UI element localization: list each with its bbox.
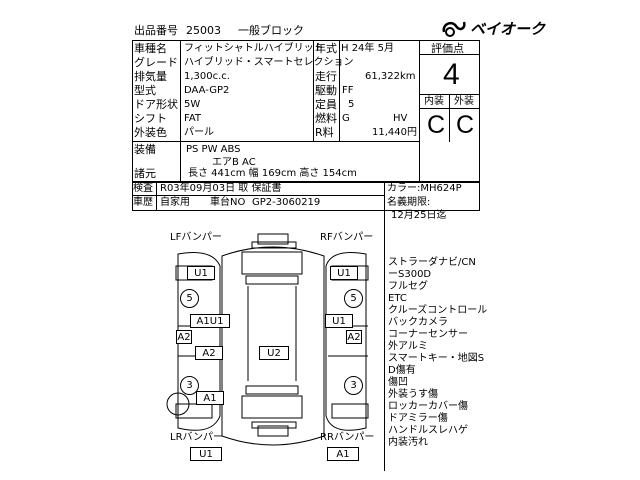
note-item: フルセグ [388,281,428,292]
center-mark: U2 [259,346,289,360]
note-item: ETC [388,293,407,304]
door-label: ドア形状 [134,98,178,111]
exterior-value: C [456,111,475,139]
disp-label: 排気量 [134,70,167,83]
name-value: フィットシャトルハイブリット [184,43,324,54]
model-label: 型式 [134,84,156,97]
interior-label: 内装 [424,96,444,107]
note-item: ストラーダナビ/CN [388,257,476,268]
use-value: 自家用 [160,197,190,208]
rr-bumper-label: RRバンパー [320,432,375,443]
name-label: 車種名 [134,42,167,55]
note-item: 内装汚れ [388,437,428,448]
chassis-label: 車台NO [210,197,246,208]
note-item: バックカメラ [388,317,448,328]
mileage-value: 61,322km [365,71,416,82]
tax-label: R料 [315,126,334,139]
note-item: ハンドルスレハゲ [388,425,468,436]
equipment-label: 装備 [134,143,156,156]
right-mid: A2 [346,330,362,344]
drive-value: FF [342,85,354,96]
shift-label: シフト [134,112,167,125]
new-car-value: 12月25日迄 [391,210,447,221]
note-item: 外装うす傷 [388,389,438,400]
left-rear-mark: A1 [196,391,224,405]
note-item: スマートキー・地図S [388,353,485,364]
inspection-table [132,181,480,211]
inspection-value: R03年09月03日 取 保証書 [160,183,282,194]
lot-label: 出品番号 [134,24,178,37]
door-value: 5W [184,99,201,110]
shift-value: FAT [184,113,202,124]
circle-5b: 5 [344,289,363,308]
brand-name: ベイオーク [470,20,546,38]
lf-mark: U1 [187,266,215,280]
brand-logo-icon [440,18,468,40]
mileage-label: 走行 [315,70,337,83]
capacity-value: 5 [348,99,355,110]
car-diagram [162,226,384,476]
score-label: 評価点 [431,42,464,55]
grade-label: グレード [134,56,178,69]
dimensions-label: 諸元 [134,167,156,180]
left-mid-b: A2 [195,346,223,360]
color-code: カラー:MH624P [387,183,462,194]
rf-mark: U1 [330,266,358,280]
dimensions-value: 長さ 441cm 幅 169cm 高さ 154cm [188,168,357,179]
note-item: クルーズコントロール [388,305,488,316]
rr-mark: A1 [327,447,359,461]
rf-bumper-label: RFバンパー [320,232,374,243]
lot-number: 25003 [186,24,221,37]
score-value: 4 [443,58,460,91]
use-label: 車歴 [133,197,153,208]
circle-3b: 3 [344,376,363,395]
equipment-line2: エアB AC [212,157,256,168]
note-item: D傷有 [388,365,416,376]
exterior-label: 外装 [454,96,474,107]
fuel-label: 燃料 [315,112,337,125]
note-item: コーナーセンサー [388,329,468,340]
lf-bumper-label: LFバンパー [170,232,222,243]
fuel-b: HV [393,113,408,124]
spec-table [132,40,480,183]
color-label: 外装色 [134,126,167,139]
new-car-label: 名義期限: [387,197,431,208]
year-value: H 24年 5月 [341,43,394,54]
left-front-mark: A1U1 [190,314,230,328]
left-mid-a: A2 [176,330,192,344]
color-value: パール [184,127,214,138]
note-item: ロッカーカバー傷 [388,401,468,412]
tax-value: 11,440円 [372,127,417,138]
note-item: ーS300D [388,269,432,280]
circle-3a: 3 [180,376,199,395]
note-item: 傷凹 [388,377,408,388]
equipment-line1: PS PW ABS [186,144,241,155]
circle-5a: 5 [180,289,199,308]
fuel-a: G [342,113,350,124]
year-label: 年式 [315,42,337,55]
note-item: ドアミラー傷 [388,413,448,424]
interior-value: C [427,111,446,139]
capacity-label: 定員 [315,98,337,111]
note-item: 外アルミ [388,341,428,352]
lr-bumper-label: LRバンパー [170,432,224,443]
disp-value: 1,300c.c. [184,71,230,82]
right-front-mark: U1 [325,314,353,328]
model-value: DAA-GP2 [184,85,230,96]
inspection-label: 検査 [133,183,153,194]
drive-label: 駆動 [315,84,337,97]
lr-mark: U1 [190,447,222,461]
chassis-value: GP2-3060219 [252,197,321,208]
grade-value: ハイブリッド・スマートセレクション [184,57,354,68]
category: 一般ブロック [238,24,304,37]
